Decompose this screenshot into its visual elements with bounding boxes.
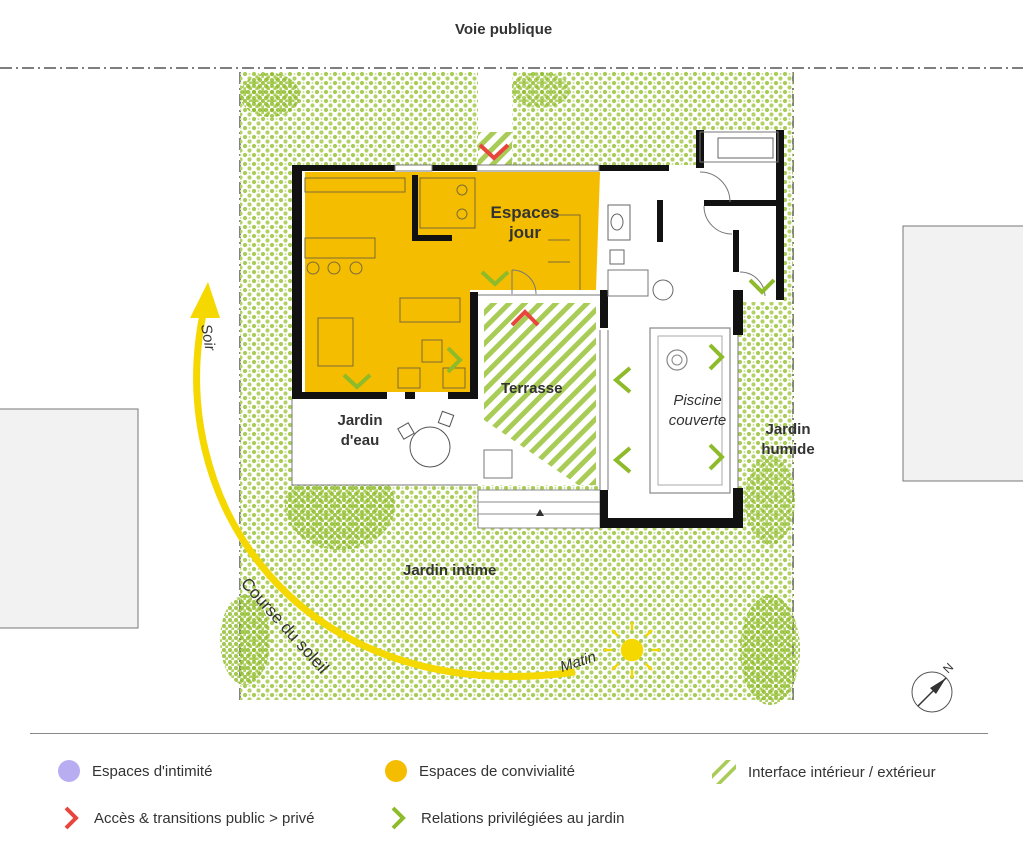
yellow-dot-icon [385,760,407,782]
compass-icon [911,671,953,713]
furniture [304,177,581,389]
sun-course-arc [193,304,576,680]
relation-marker-icon [748,278,776,295]
espaces-jour-line1: Espaces [490,203,560,222]
relation-marker-icon [342,373,372,390]
relation-marker-icon [708,343,725,371]
floor-plan: Course du soleil Soir Matin N [0,67,1023,713]
street-label: Voie publique [455,21,553,38]
piscine-line1: Piscine [673,392,722,409]
pool [649,327,731,494]
terrasse-label: Terrasse [501,380,563,397]
legend-interface-label: Interface intérieur / extérieur [748,763,936,781]
espaces-jour-label: Espaces jour [480,203,570,243]
outdoor-table [409,426,451,468]
sun-icon [604,622,660,678]
jardin-humide-label: Jardin humide [748,420,828,460]
evening-label: Soir [197,323,219,353]
piscine-label: Piscine couverte [650,391,745,431]
relation-marker-icon [708,443,725,471]
green-chevron-icon [391,806,406,830]
legend-item-relations: Relations privilégiées au jardin [385,806,624,830]
jardin-eau-label: Jardin d'eau [325,411,395,451]
neighbour-building-right [902,225,1023,482]
windows [291,131,779,490]
legend: Espaces d'intimité Espaces de conviviali… [0,733,1023,843]
access-marker-entrance-icon [478,143,510,161]
red-chevron-icon [64,806,79,830]
compass-letter: N [940,660,956,676]
legend-convivialite-label: Espaces de convivialité [419,762,575,780]
legend-divider [30,733,988,734]
hatch-icon [712,760,736,784]
legend-item-intimite: Espaces d'intimité [58,760,212,782]
sun-course-arrowhead [190,282,220,318]
espaces-jour-zone [305,172,600,392]
access-marker-terrace-icon [510,309,540,327]
relation-marker-icon [480,270,510,287]
neighbour-building-left [0,408,139,629]
terrasse-zone [484,303,596,485]
legend-item-interface: Interface intérieur / extérieur [712,760,936,784]
espaces-jour-line2: jour [508,223,542,242]
legend-item-convivialite: Espaces de convivialité [385,760,575,782]
legend-item-acces: Accès & transitions public > privé [58,806,315,830]
legend-intimite-label: Espaces d'intimité [92,762,213,780]
legend-acces-label: Accès & transitions public > privé [94,809,315,827]
relation-markers [342,270,776,474]
legend-relations-label: Relations privilégiées au jardin [421,809,625,827]
relation-marker-icon [612,366,632,394]
relation-marker-icon [446,346,463,374]
jardin-intime-label: Jardin intime [403,562,497,579]
relation-marker-icon [612,446,632,474]
jardin-humide-line1: Jardin [765,421,811,438]
piscine-line2: couverte [668,412,727,429]
jardin-eau-line1: Jardin [337,412,383,429]
jardin-eau-line2: d'eau [340,432,380,449]
purple-dot-icon [58,760,80,782]
jardin-humide-line2: humide [761,441,815,458]
